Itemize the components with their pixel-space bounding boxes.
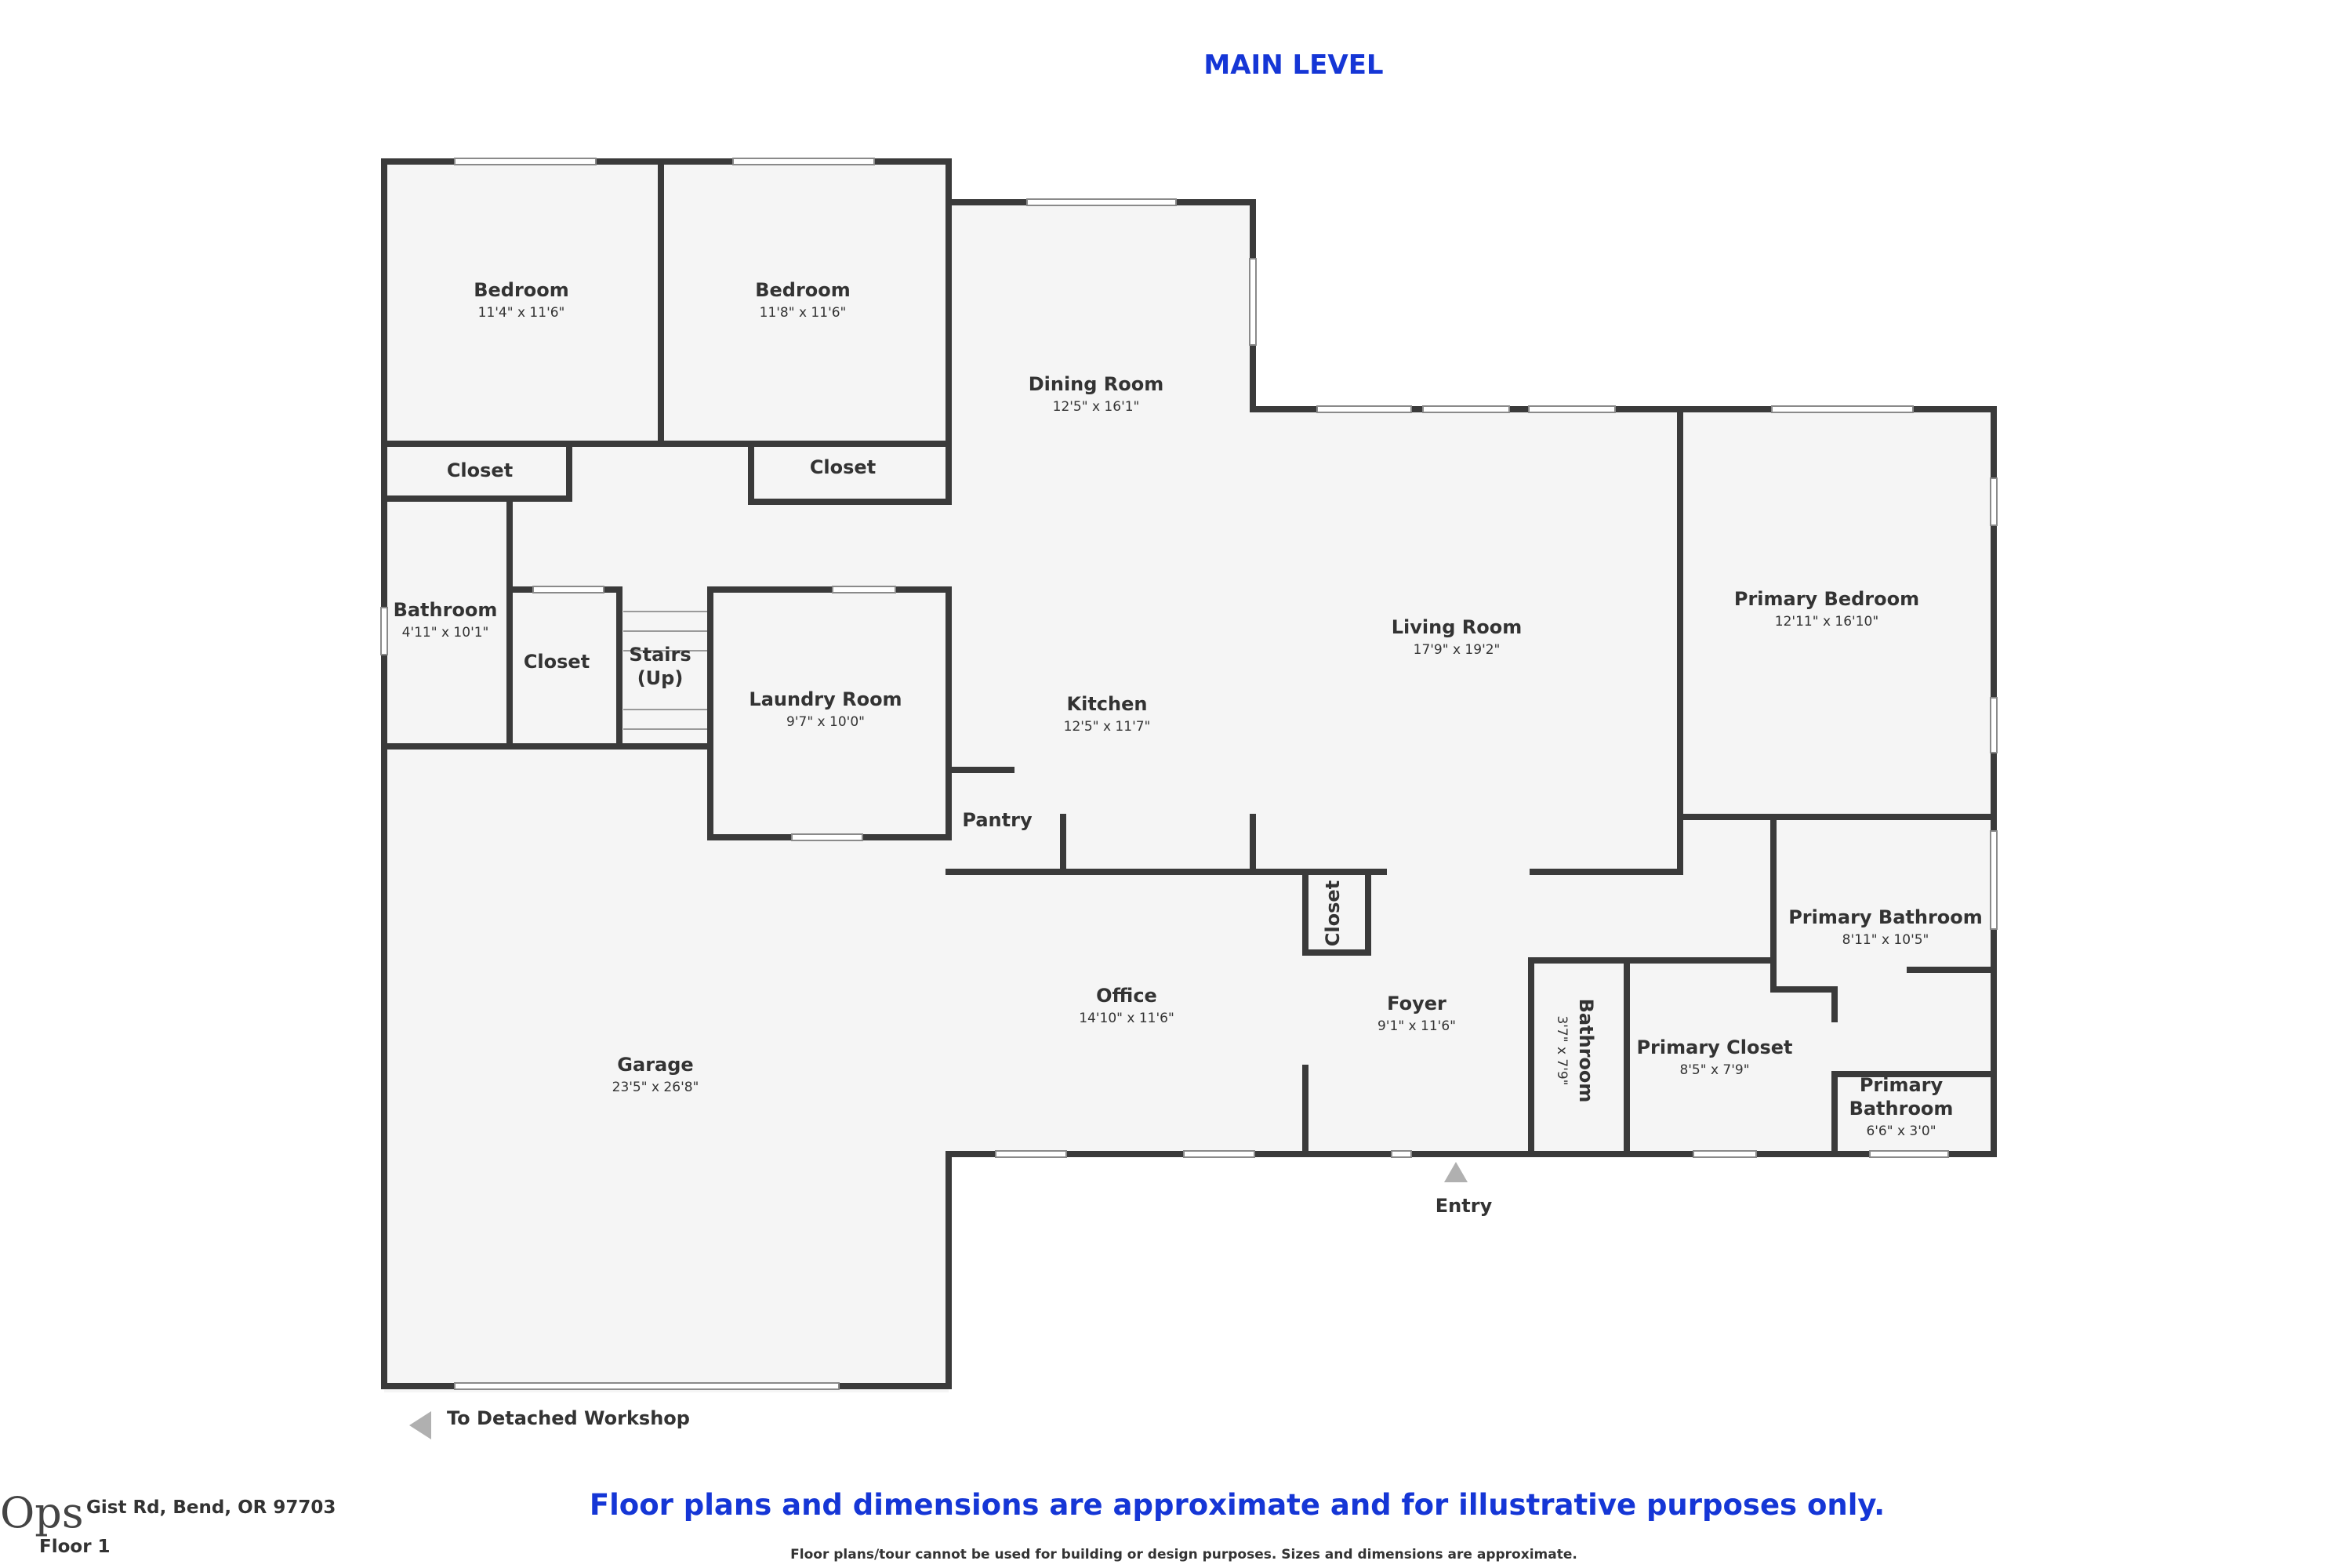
room-name-closet-4: Closet bbox=[1322, 880, 1344, 946]
room-name-primary-bedroom: Primary Bedroom bbox=[1734, 588, 1919, 610]
stairs-treads bbox=[623, 611, 707, 730]
room-name-primary-closet: Primary Closet bbox=[1636, 1036, 1792, 1058]
workshop-label: To Detached Workshop bbox=[447, 1407, 690, 1429]
brand-logo: Ops bbox=[0, 1488, 84, 1537]
room-dims-laundry: 9'7" x 10'0" bbox=[786, 714, 865, 730]
room-name-primary-bathroom-2-line2: Bathroom bbox=[1849, 1098, 1954, 1120]
room-name-closet-3: Closet bbox=[524, 651, 590, 673]
room-name-laundry: Laundry Room bbox=[749, 688, 902, 710]
room-dims-bedroom: 11'4" x 11'6" bbox=[478, 305, 565, 321]
room-name-closet-1: Closet bbox=[447, 459, 513, 481]
room-dims-bathroom: 4'11" x 10'1" bbox=[402, 625, 489, 641]
floor-fills bbox=[384, 162, 1994, 1392]
room-name-bedroom: Bedroom bbox=[474, 279, 569, 301]
address-text: Gist Rd, Bend, OR 97703 bbox=[86, 1497, 336, 1518]
room-dims-bedroom-2: 11'8" x 11'6" bbox=[760, 305, 847, 321]
room-dims-living: 17'9" x 19'2" bbox=[1414, 642, 1501, 658]
room-dims-foyer: 9'1" x 11'6" bbox=[1377, 1018, 1456, 1034]
room-name-bathroom: Bathroom bbox=[394, 599, 498, 621]
room-name-kitchen: Kitchen bbox=[1067, 693, 1148, 715]
room-name-office: Office bbox=[1096, 985, 1157, 1007]
room-name-bathroom-2: Bathroom bbox=[1575, 999, 1597, 1103]
room-name-living: Living Room bbox=[1392, 616, 1522, 638]
room-name-bedroom-2: Bedroom bbox=[755, 279, 851, 301]
room-name-garage: Garage bbox=[617, 1054, 693, 1076]
room-dims-kitchen: 12'5" x 11'7" bbox=[1064, 719, 1151, 735]
room-name-dining: Dining Room bbox=[1029, 373, 1164, 395]
room-note-stairs: (Up) bbox=[637, 667, 684, 689]
disclaimer-text: Floor plans and dimensions are approxima… bbox=[590, 1488, 1885, 1522]
room-dims-office: 14'10" x 11'6" bbox=[1079, 1011, 1174, 1026]
room-name-primary-bathroom-2-line1: Primary bbox=[1860, 1074, 1944, 1096]
room-dims-primary-bathroom: 8'11" x 10'5" bbox=[1842, 932, 1929, 948]
room-dims-bathroom-2: 3'7" x 7'9" bbox=[1554, 1015, 1570, 1085]
room-dims-primary-bathroom-2: 6'6" x 3'0" bbox=[1866, 1123, 1936, 1139]
footnote-text: Floor plans/tour cannot be used for buil… bbox=[790, 1547, 1577, 1563]
room-dims-garage: 23'5" x 26'8" bbox=[612, 1080, 699, 1095]
room-dims-dining: 12'5" x 16'1" bbox=[1053, 399, 1140, 415]
workshop-arrow-icon bbox=[409, 1411, 431, 1439]
room-name-stairs: Stairs bbox=[629, 644, 691, 666]
room-dims-primary-bedroom: 12'11" x 16'10" bbox=[1775, 614, 1878, 630]
room-name-closet-2: Closet bbox=[810, 456, 876, 478]
room-name-foyer: Foyer bbox=[1387, 993, 1446, 1014]
floor-label: Floor 1 bbox=[39, 1537, 111, 1557]
entry-arrow-icon bbox=[1444, 1162, 1468, 1182]
room-dims-primary-closet: 8'5" x 7'9" bbox=[1679, 1062, 1749, 1078]
room-name-primary-bathroom: Primary Bathroom bbox=[1788, 906, 1983, 928]
room-name-pantry: Pantry bbox=[962, 809, 1033, 831]
windows bbox=[380, 158, 1998, 1390]
entry-label: Entry bbox=[1436, 1195, 1493, 1217]
page-title: MAIN LEVEL bbox=[1203, 49, 1383, 81]
